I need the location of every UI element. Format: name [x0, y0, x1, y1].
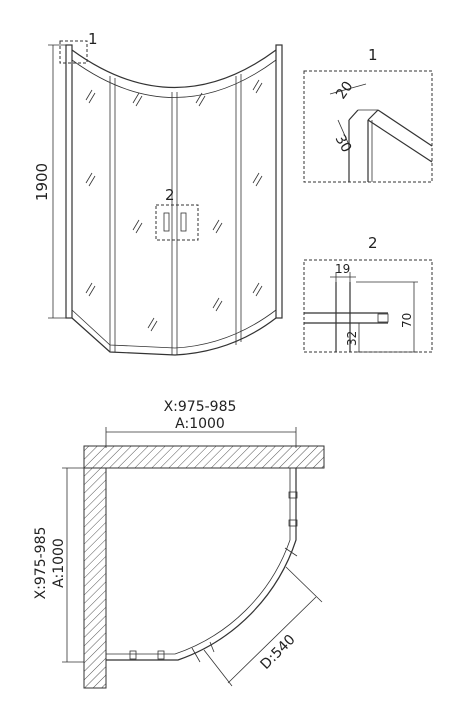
plan-x-range-top: X:975-985 [164, 399, 237, 415]
detail-2-frame [303, 259, 433, 353]
front-view: 1900 [33, 30, 283, 356]
callout-2-label: 2 [165, 186, 175, 204]
detail-2: 2 19 70 32 [303, 234, 433, 353]
detail-2-title: 2 [368, 234, 378, 252]
handle-right [180, 212, 187, 232]
detail-2-dim-19: 19 [335, 262, 350, 276]
right-wall-profile [275, 44, 283, 319]
callout-2-box [155, 204, 199, 241]
left-wall-profile [65, 44, 73, 319]
callout-1-label: 1 [88, 30, 98, 48]
plan-diagonal: D:540 [258, 632, 299, 673]
detail-2-dim-70: 70 [400, 313, 414, 328]
plan-x-range-left: X:975-985 [33, 527, 49, 600]
callout-1-box [59, 40, 88, 64]
detail-1-dim-30: 30 [332, 132, 355, 155]
glass-panels [109, 74, 242, 355]
top-frame [71, 49, 277, 89]
detail-1: 1 20 30 [303, 46, 433, 183]
wall-left [83, 467, 107, 689]
detail-1-title: 1 [368, 46, 378, 64]
detail-1-dim-20: 20 [333, 79, 356, 103]
plan-a-left: A:1000 [51, 538, 67, 588]
plan-a-top: A:1000 [175, 416, 225, 432]
rollers [129, 491, 298, 663]
plan-view: X:975-985 A:1000 X:975-985 A:1000 [33, 399, 325, 689]
glass-reflections [85, 79, 263, 332]
bottom-frame [71, 317, 277, 356]
wall-top [83, 445, 325, 469]
height-label: 1900 [33, 163, 51, 201]
detail-2-dim-32: 32 [345, 331, 359, 346]
height-dimension: 1900 [33, 44, 70, 319]
handle-left [163, 212, 170, 232]
curved-enclosure [106, 468, 297, 661]
